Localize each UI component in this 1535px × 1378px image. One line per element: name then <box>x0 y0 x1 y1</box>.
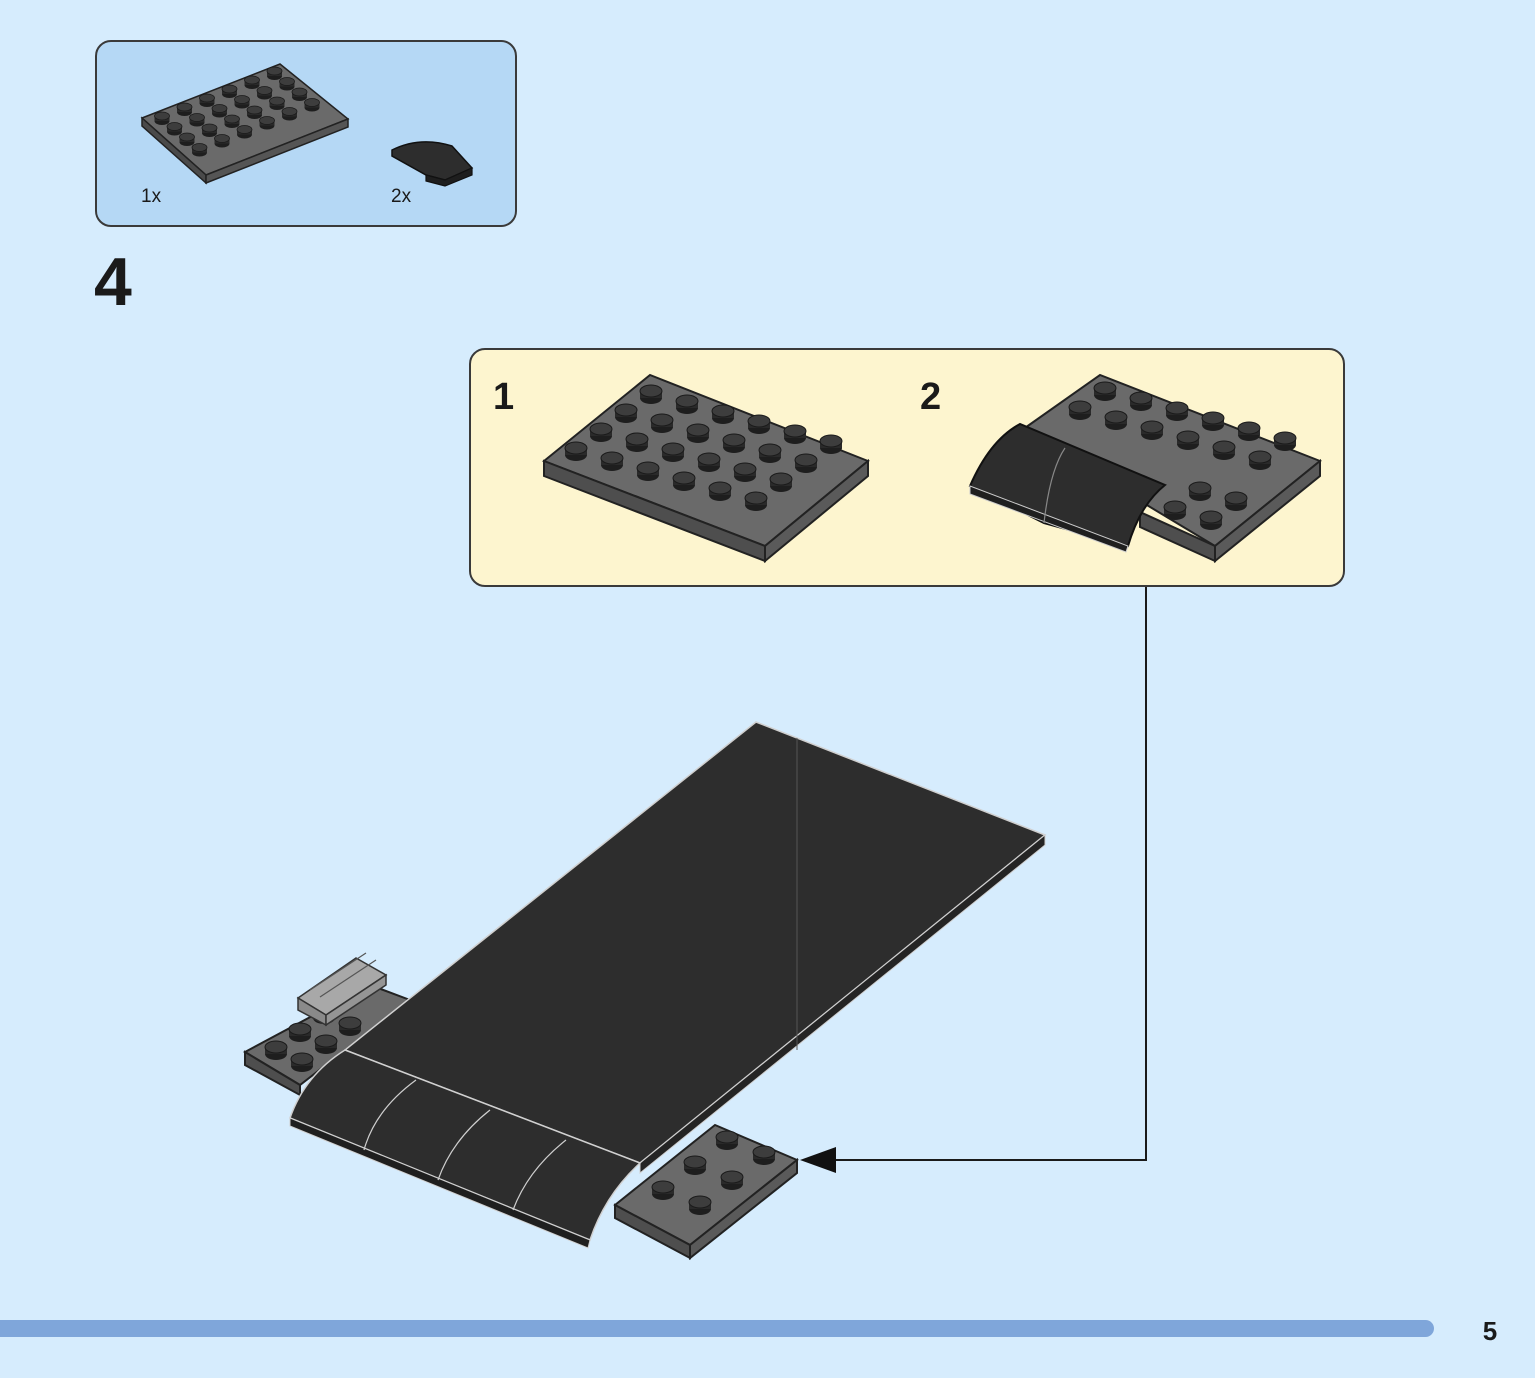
stud <box>564 441 588 462</box>
stud <box>256 86 273 100</box>
stud <box>697 452 721 473</box>
stud <box>600 451 624 472</box>
stud <box>1140 420 1164 441</box>
stud <box>1176 430 1200 451</box>
stud <box>589 422 613 443</box>
stud <box>651 1180 675 1201</box>
stud <box>752 1145 776 1166</box>
stud <box>304 98 320 112</box>
stud <box>639 384 663 405</box>
sub-step-2-image <box>968 373 1322 564</box>
stud <box>191 143 208 157</box>
stud <box>819 434 843 455</box>
stud <box>1188 481 1212 502</box>
stud <box>1129 391 1153 412</box>
stud <box>625 432 649 453</box>
stud <box>264 1040 288 1061</box>
stud <box>1093 381 1117 402</box>
stud <box>1201 411 1225 432</box>
stud <box>189 113 205 127</box>
stud <box>672 471 696 492</box>
stud <box>221 84 238 99</box>
stud <box>686 423 710 444</box>
stud <box>720 1170 744 1191</box>
stud <box>1212 440 1236 461</box>
stud <box>338 1016 362 1037</box>
stud <box>288 1022 312 1043</box>
stud <box>1273 431 1297 452</box>
stud <box>688 1195 712 1216</box>
stud <box>166 122 183 136</box>
stud <box>683 1155 707 1176</box>
stud <box>176 102 193 117</box>
stud <box>234 95 250 109</box>
stud <box>201 123 218 138</box>
quantity-label-slope: 2x <box>391 186 412 207</box>
stud <box>259 116 275 130</box>
stud <box>1224 491 1248 512</box>
stud <box>290 1052 314 1073</box>
stud <box>733 462 757 483</box>
stud <box>758 443 782 464</box>
callout-arrow <box>800 587 1147 1173</box>
stud <box>650 413 674 434</box>
main-assembly-image <box>242 721 1047 1261</box>
stud <box>708 481 732 502</box>
page-number: 5 <box>1482 1316 1498 1346</box>
stud <box>747 414 771 435</box>
stud <box>1068 400 1092 421</box>
progress-bar <box>0 1320 1434 1337</box>
stud <box>314 1034 338 1055</box>
stud <box>711 404 735 425</box>
stud <box>794 453 818 474</box>
stud <box>769 472 793 493</box>
stud <box>154 111 170 126</box>
stud <box>675 394 699 415</box>
sub-step-1-image <box>542 373 870 564</box>
quantity-label-plate: 1x <box>141 186 162 207</box>
stud <box>744 491 768 512</box>
gray-plate-part-image <box>140 63 350 185</box>
stud <box>1163 500 1187 521</box>
stud <box>266 66 283 81</box>
stud <box>1237 421 1261 442</box>
stud <box>661 442 685 463</box>
sub-step-number-2: 2 <box>920 376 942 418</box>
stud <box>636 461 660 482</box>
stud <box>224 114 240 129</box>
curved-slope-part-image <box>391 141 474 187</box>
stud <box>1165 401 1189 422</box>
stud <box>269 96 285 111</box>
stud <box>246 105 263 120</box>
stud <box>722 433 746 454</box>
step-number: 4 <box>94 244 132 320</box>
stud <box>1104 410 1128 431</box>
stud <box>281 107 298 121</box>
stud <box>236 125 253 139</box>
stud <box>1248 450 1272 471</box>
stud <box>783 424 807 445</box>
stud <box>179 132 195 147</box>
stud <box>214 134 230 148</box>
sub-step-number-1: 1 <box>493 376 515 418</box>
stud <box>244 75 260 90</box>
stud <box>291 87 308 102</box>
stud <box>279 77 295 91</box>
stud <box>715 1130 739 1151</box>
stud <box>211 104 228 118</box>
stud <box>614 403 638 424</box>
stud <box>199 93 215 108</box>
stud <box>1199 510 1223 531</box>
